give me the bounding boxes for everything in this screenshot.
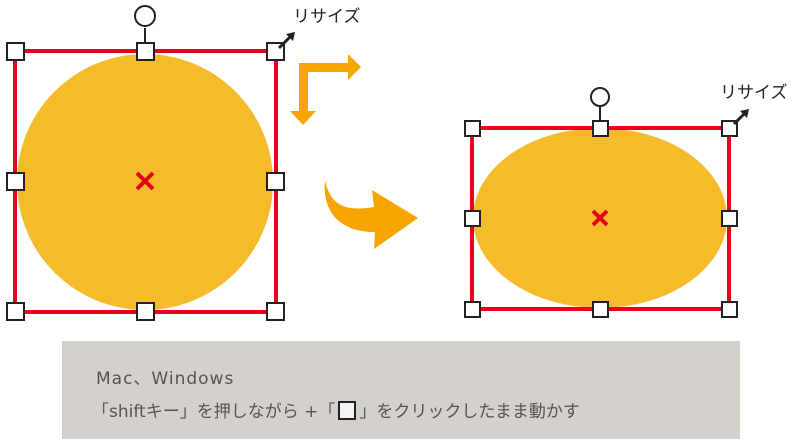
resize-label-right: リサイズ (720, 83, 788, 103)
instruction-prefix: 「shiftキー」を押しながら +「 (92, 402, 336, 422)
resized-shape-group (464, 87, 749, 318)
handle-top-left[interactable] (6, 42, 25, 61)
handle-top-center[interactable] (592, 120, 609, 137)
handle-bottom-center[interactable] (592, 301, 609, 318)
handle-bottom-right[interactable] (266, 302, 285, 321)
corner-arrow-icon (290, 54, 361, 125)
handle-bottom-left[interactable] (6, 302, 25, 321)
handle-middle-right[interactable] (266, 172, 285, 191)
instruction-suffix: 」をクリックしたまま動かす (359, 402, 580, 422)
resize-label-left: リサイズ (293, 7, 361, 27)
curved-arrow-icon (324, 180, 418, 249)
resize-handles (6, 42, 285, 321)
original-shape-group (6, 5, 295, 321)
handle-square-icon (338, 401, 357, 420)
center-x-mark-icon (591, 209, 609, 227)
handle-bottom-left[interactable] (464, 301, 481, 318)
handle-middle-left[interactable] (464, 210, 481, 227)
handle-middle-left[interactable] (6, 172, 25, 191)
handle-top-left[interactable] (464, 120, 481, 137)
handle-bottom-right[interactable] (721, 301, 738, 318)
center-x-mark-icon (135, 171, 155, 191)
handle-top-right[interactable] (721, 120, 738, 137)
resize-handles (464, 120, 738, 318)
platform-label: Mac、Windows (96, 369, 235, 389)
instruction-text: 「shiftキー」を押しながら +「 」をクリックしたまま動かす (92, 397, 580, 422)
rotate-handle-icon[interactable] (590, 87, 610, 107)
handle-top-center[interactable] (136, 42, 155, 61)
instruction-panel: Mac、Windows 「shiftキー」を押しながら +「 」をクリックしたまま… (62, 341, 740, 439)
handle-bottom-center[interactable] (136, 302, 155, 321)
rotate-handle-icon[interactable] (134, 5, 156, 27)
resize-arrow-icon (732, 109, 749, 126)
handle-middle-right[interactable] (721, 210, 738, 227)
resize-arrow-icon (277, 32, 295, 50)
